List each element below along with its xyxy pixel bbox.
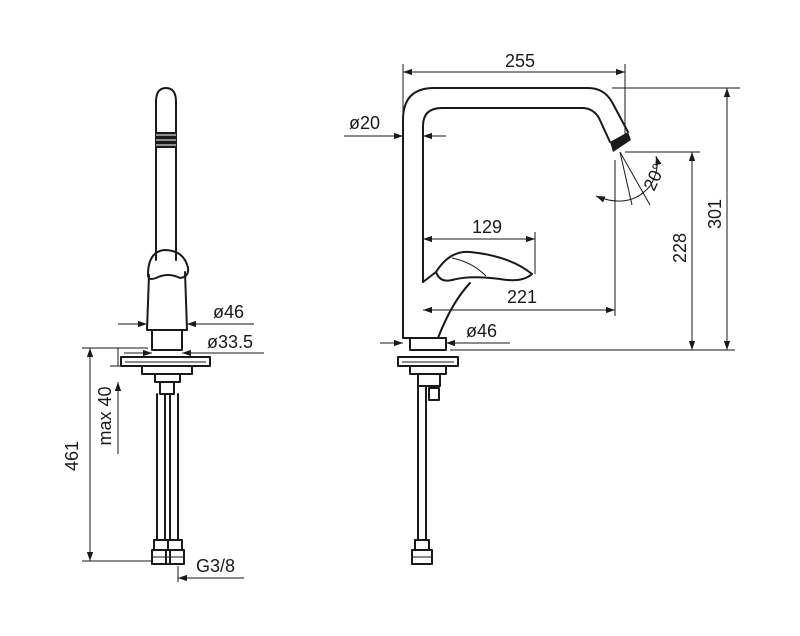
side-body xyxy=(146,271,188,331)
side-hose-nuts xyxy=(151,539,185,565)
front-lever xyxy=(435,250,533,282)
label-255: 255 xyxy=(505,51,535,71)
side-handle xyxy=(147,249,190,280)
front-spout xyxy=(402,87,629,283)
label-max-40: max 40 xyxy=(95,386,115,445)
label-g3-8: G3/8 xyxy=(196,556,235,576)
dim-angle: 20° xyxy=(595,151,669,206)
dim-diameter-base-front: ø46 xyxy=(380,321,510,347)
dim-width-spout: 255 xyxy=(402,51,626,140)
front-fixing-nut xyxy=(428,387,440,401)
front-supply-hose xyxy=(417,385,427,541)
front-view: 255 ø20 129 221 ø46 xyxy=(344,51,740,565)
side-base-ring xyxy=(151,329,183,351)
label-301: 301 xyxy=(705,199,725,229)
front-aerator xyxy=(610,132,631,152)
dim-height-total-side: 461 xyxy=(62,347,152,562)
side-supply-hoses xyxy=(156,393,179,541)
dim-height-outlet: 228 xyxy=(450,151,735,351)
label-dia-46-side: ø46 xyxy=(213,302,244,322)
dim-thread: G3/8 xyxy=(177,556,244,582)
front-mounting-plate xyxy=(397,356,459,367)
label-228: 228 xyxy=(670,233,690,263)
dim-reach-outlet: 221 xyxy=(423,160,616,316)
front-hose-nut xyxy=(411,539,433,565)
dim-diameter-base: ø33.5 xyxy=(124,332,264,357)
front-body xyxy=(402,271,471,339)
front-base-ring xyxy=(409,337,447,351)
side-clamp xyxy=(141,365,193,383)
dim-diameter-tube: ø20 xyxy=(344,113,446,140)
side-mounting-plate xyxy=(120,356,211,367)
label-dia-33-5: ø33.5 xyxy=(207,332,253,352)
label-221: 221 xyxy=(507,287,537,307)
side-view: 461 max 40 ø46 ø33.5 G3/8 xyxy=(62,87,264,582)
dim-lever-reach: 129 xyxy=(423,217,536,274)
side-spout xyxy=(155,87,177,261)
label-20-degrees: 20° xyxy=(639,161,669,194)
dim-max-thickness: max 40 xyxy=(95,348,142,454)
label-dia-46-front: ø46 xyxy=(466,321,497,341)
label-461: 461 xyxy=(62,441,82,471)
dim-height-total-front: 301 xyxy=(612,87,740,350)
label-dia-20: ø20 xyxy=(349,113,380,133)
side-threaded-shank xyxy=(159,381,175,395)
dim-diameter-body: ø46 xyxy=(118,302,254,328)
label-129: 129 xyxy=(472,217,502,237)
